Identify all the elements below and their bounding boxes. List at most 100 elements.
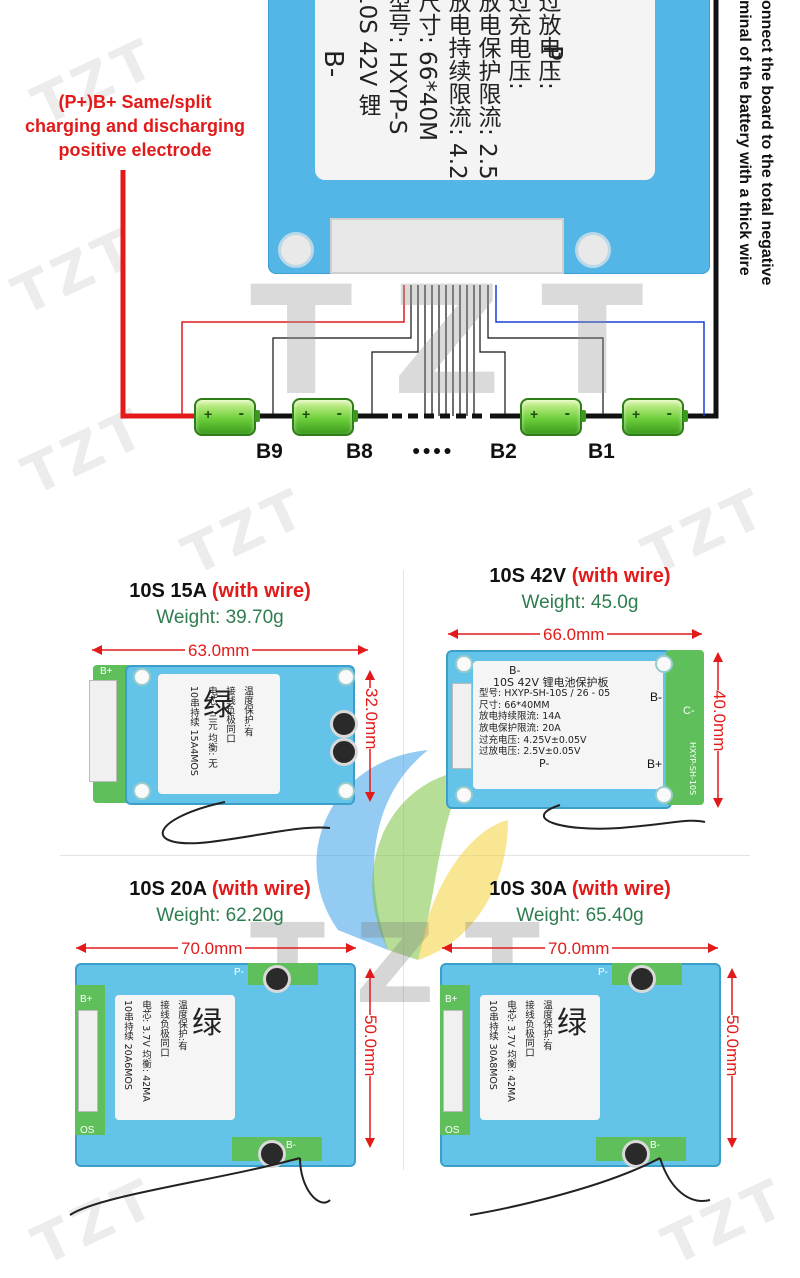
callout-line1: (P+)B+ Same/split (58, 92, 212, 112)
pcb-label-os: OS (445, 1125, 460, 1136)
callout-line3: positive electrode (58, 140, 212, 160)
sticker-mark: 绿 (557, 1006, 587, 1041)
sticker-cont: 放电持续限流: 14A (479, 711, 561, 723)
screw-terminal (330, 710, 358, 738)
board-label-p-minus: P- (537, 45, 567, 70)
sticker-size: 尺寸: 66*40MM (479, 699, 550, 711)
sticker-line4: 温度保护:有 (242, 686, 253, 737)
dimension-width-20a: 70.0mm (178, 939, 246, 959)
pcb-sticker-15a (158, 674, 280, 794)
sticker-oc: 过充电压: 4.25V±0.05V (479, 734, 587, 746)
mount-hole (133, 668, 151, 686)
pcb-label-b-plus: B+ (445, 994, 458, 1005)
pcb-label-os: OS (80, 1125, 95, 1136)
dimension-width-30a: 70.0mm (545, 939, 613, 959)
pcb-label-p-minus: P- (234, 967, 244, 978)
board-label-od: 过放电压: (534, 0, 560, 90)
mount-hole (655, 786, 673, 804)
screw-terminal (258, 1140, 286, 1168)
pcb-label-b-minus: B- (286, 1140, 296, 1151)
product-tag: (with wire) (571, 878, 671, 900)
battery-label-b1: B1 (588, 440, 615, 463)
battery-label-b9: B9 (256, 440, 283, 463)
product-weight-30a: Weight: 65.40g (516, 905, 644, 926)
board-label-oc: 过充电压: (504, 0, 530, 90)
product-weight-20a: Weight: 62.20g (156, 905, 284, 926)
sticker-b-minus-right: B- (650, 690, 662, 704)
product-name: 10S 20A (129, 878, 207, 900)
mount-hole (337, 668, 355, 686)
sticker-p-minus: P- (539, 756, 550, 770)
product-title-30a: 10S 30A (with wire) (450, 878, 710, 901)
sticker-od: 过放电压: 2.5V±0.05V (479, 746, 581, 758)
sticker-b-minus: B- (509, 664, 521, 677)
sticker-c-minus: C- (683, 705, 695, 717)
dimension-height-20a: 50.0mm (360, 1015, 380, 1077)
product-name: 10S 15A (129, 580, 207, 602)
product-tag: (with wire) (211, 580, 311, 602)
pcb-label-b-plus: B+ (80, 994, 93, 1005)
sticker-title: 10S 42V 锂电池保护板 (493, 675, 609, 689)
board-label-size: 尺寸: 66*40M (414, 0, 440, 141)
mount-hole (575, 232, 611, 268)
mount-hole (655, 655, 673, 673)
board-label-cont: 放电持续限流: 4.2 (444, 0, 470, 180)
battery-label-b8: B8 (346, 440, 373, 463)
pcb-label-p-minus: P- (598, 967, 608, 978)
sticker-mark: 绿 (192, 1006, 222, 1041)
pcb-sticker-42v: B- 10S 42V 锂电池保护板 型号: HXYP-SH-10S / 26 -… (473, 661, 663, 789)
board-label (315, 0, 655, 180)
dimension-width-15a: 63.0mm (185, 641, 253, 661)
sticker-b-plus: B+ (647, 757, 663, 771)
sticker-line2: 电芯: 3.7V 均衡: 42MA (140, 1000, 151, 1102)
mount-hole (278, 232, 314, 268)
board-label-b-minus: B- (318, 50, 348, 78)
callout-positive: (P+)B+ Same/split charging and dischargi… (0, 90, 270, 162)
board-label-model: 型号: HXYP-S (384, 0, 410, 135)
sticker-line2: 电芯: 3.7V 均衡: 42MA (505, 1000, 516, 1102)
battery-label-b2: B2 (490, 440, 517, 463)
balance-connector (330, 218, 564, 274)
product-name: 10S 30A (489, 878, 567, 900)
battery-cell: +- (292, 398, 358, 436)
sticker-line3: 接线负极同口 (523, 1000, 534, 1057)
balance-connector (443, 1010, 463, 1112)
product-weight-42v: Weight: 45.0g (521, 592, 639, 613)
dimension-height-15a: 32.0mm (361, 688, 381, 750)
temperature-sensor-wires (69, 801, 711, 1216)
pcb-sticker-30a (480, 995, 600, 1120)
product-tag: (with wire) (211, 878, 311, 900)
board-label-prot: 放电保护限流: 2.5 (474, 0, 500, 180)
dimension-height-42v: 40.0mm (709, 690, 729, 752)
pcb-sticker-20a (115, 995, 235, 1120)
sticker-line2: 电芯: 三元 均衡: 无 (206, 686, 217, 768)
pcb-edge (666, 650, 704, 805)
right-note: onnect the board to the total negative m… (733, 0, 777, 360)
balance-connector (78, 1010, 98, 1112)
battery-ellipsis: ●●●● (412, 442, 454, 458)
battery-cell: +- (622, 398, 688, 436)
sticker-mark: 绿 (203, 688, 233, 723)
product-title-15a: 10S 15A (with wire) (90, 580, 350, 603)
product-name: 10S 42V (489, 565, 567, 587)
sticker-line1: 10串持续 20A6MOS (122, 1000, 133, 1090)
sticker-line1: 10串持续 30A8MOS (487, 1000, 498, 1090)
callout-line2: charging and discharging (24, 116, 246, 136)
balance-connector (89, 680, 117, 782)
dimension-height-30a: 50.0mm (722, 1015, 742, 1077)
battery-cell: +- (194, 398, 260, 436)
product-tag: (with wire) (571, 565, 671, 587)
right-note-line1: onnect the board to the total negative (758, 0, 775, 286)
screw-terminal (622, 1140, 650, 1168)
pcb-label-b-minus: B- (650, 1140, 660, 1151)
sticker-line3: 接线负极同口 (158, 1000, 169, 1057)
sticker-line4: 温度保护:有 (541, 1000, 552, 1051)
right-note-line2: minal of the battery with a thick wire (736, 0, 753, 276)
product-title-20a: 10S 20A (with wire) (90, 878, 350, 901)
screw-terminal (330, 738, 358, 766)
screw-terminal (628, 965, 656, 993)
battery-cell: +- (520, 398, 586, 436)
sticker-model: 型号: HXYP-SH-10S / 26 - 05 (479, 688, 611, 700)
sticker-line3: 接线负极同口 (224, 686, 235, 743)
mount-hole (133, 782, 151, 800)
